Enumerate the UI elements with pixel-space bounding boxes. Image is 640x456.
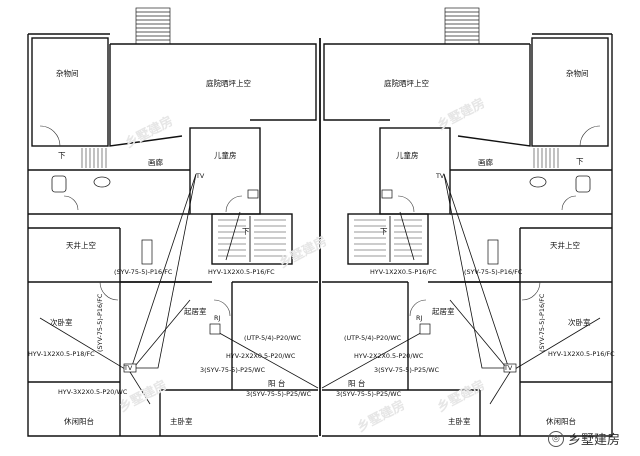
brand-logo-icon: ◎ bbox=[547, 430, 564, 447]
room-second-bedroom-right: 次卧室 bbox=[568, 317, 591, 327]
room-leisure-balcony-left: 休闲阳台 bbox=[64, 416, 94, 426]
cable-runs bbox=[39, 173, 601, 405]
cable-syv3-right-1: 3(SYV-75-5)-P25/WC bbox=[374, 366, 440, 374]
room-corridor-right: 画廊 bbox=[478, 157, 493, 167]
tv-mark-2: TV bbox=[435, 172, 445, 180]
cable-syv-vertical-right: (SYV-75-5)-P16/FC bbox=[538, 293, 546, 352]
room-patio-void-left: 天井上空 bbox=[66, 240, 96, 250]
watermark-4: 乡墅建房 bbox=[116, 377, 169, 416]
stairs-left bbox=[218, 216, 286, 262]
stair-down-mark-4: 下 bbox=[380, 227, 388, 236]
tv-mark-1: TV bbox=[195, 172, 205, 180]
room-second-bedroom-left: 次卧室 bbox=[50, 317, 73, 327]
chimney-left bbox=[135, 7, 171, 45]
cable-syv3-left-1: 3(SYV-75-5)-P25/WC bbox=[200, 366, 266, 374]
room-storage-right: 杂物间 bbox=[566, 68, 589, 78]
cable-syv-vertical-left: (SYV-75-5)-P16/FC bbox=[96, 293, 104, 352]
watermark-6: 乡墅建房 bbox=[354, 397, 407, 436]
walls bbox=[27, 33, 613, 437]
cable-hyv-2x2-right: HYV-2X2X0.5-P20/WC bbox=[354, 352, 424, 360]
room-living-left: 起居室 bbox=[184, 306, 207, 316]
tv-mark-4: TV bbox=[503, 364, 513, 372]
room-patio-void-right: 天井上空 bbox=[550, 240, 580, 250]
rj-mark-2: RJ bbox=[416, 314, 422, 322]
room-courtyard-void-left: 庭院晒坪上空 bbox=[206, 78, 251, 88]
room-storage-left: 杂物间 bbox=[56, 68, 79, 78]
room-balcony-right: 阳 台 bbox=[348, 378, 365, 388]
room-balcony-left: 阳 台 bbox=[268, 378, 285, 388]
room-leisure-balcony-right: 休闲阳台 bbox=[546, 416, 576, 426]
room-master-right: 主卧室 bbox=[448, 416, 471, 426]
tv-mark-3: TV bbox=[123, 364, 133, 372]
cable-hyv-p18-left: HYV-1X2X0.5-P18/FC bbox=[28, 350, 95, 358]
watermark-3: 乡墅建房 bbox=[276, 233, 329, 272]
cable-utp-left: (UTP-5/4)-P20/WC bbox=[244, 334, 302, 342]
chimney-right bbox=[444, 7, 480, 45]
rj-mark-1: RJ bbox=[214, 314, 220, 322]
brand-badge: ◎ 乡墅建房 bbox=[547, 429, 620, 448]
doors bbox=[39, 125, 601, 317]
room-living-right: 起居室 bbox=[432, 306, 455, 316]
room-courtyard-void-right: 庭院晒坪上空 bbox=[384, 78, 429, 88]
small-stairs bbox=[81, 148, 559, 168]
watermark-1: 乡墅建房 bbox=[122, 113, 175, 152]
cable-syv3-right-2: 3(SYV-75-5)-P25/WC bbox=[336, 390, 402, 398]
bathroom-fixtures bbox=[51, 175, 591, 193]
cable-syv-p16-right: (SYV-75-5)-P16/FC bbox=[464, 268, 523, 276]
room-corridor-left: 画廊 bbox=[148, 157, 163, 167]
stair-down-mark-1: 下 bbox=[58, 151, 66, 160]
stairs-right bbox=[354, 216, 422, 262]
room-kids-right: 儿童房 bbox=[396, 150, 419, 160]
room-kids-left: 儿童房 bbox=[214, 150, 237, 160]
cable-hyv-p16-left: HYV-1X2X0.5-P16/FC bbox=[208, 268, 275, 276]
room-master-left: 主卧室 bbox=[170, 416, 193, 426]
devices bbox=[123, 189, 517, 373]
cable-hyv-2x2-left: HYV-2X2X0.5-P20/WC bbox=[226, 352, 296, 360]
cable-hyv-p16-far-right: HYV-1X2X0.5-P16/FC bbox=[548, 350, 615, 358]
stair-down-mark-3: 下 bbox=[242, 227, 250, 236]
watermark-2: 乡墅建房 bbox=[434, 95, 487, 134]
brand-name: 乡墅建房 bbox=[567, 433, 620, 448]
stair-down-mark-2: 下 bbox=[576, 157, 584, 166]
cable-hyv-p16-right: HYV-1X2X0.5-P16/FC bbox=[370, 268, 437, 276]
cable-hyv-3x2: HYV-3X2X0.5-P20/WC bbox=[58, 388, 128, 396]
cable-utp-right: (UTP-5/4)-P20/WC bbox=[344, 334, 402, 342]
cable-syv-p16-left: (SYV-75-5)-P16/FC bbox=[114, 268, 173, 276]
cable-syv3-left-2: 3(SYV-75-5)-P25/WC bbox=[246, 390, 312, 398]
